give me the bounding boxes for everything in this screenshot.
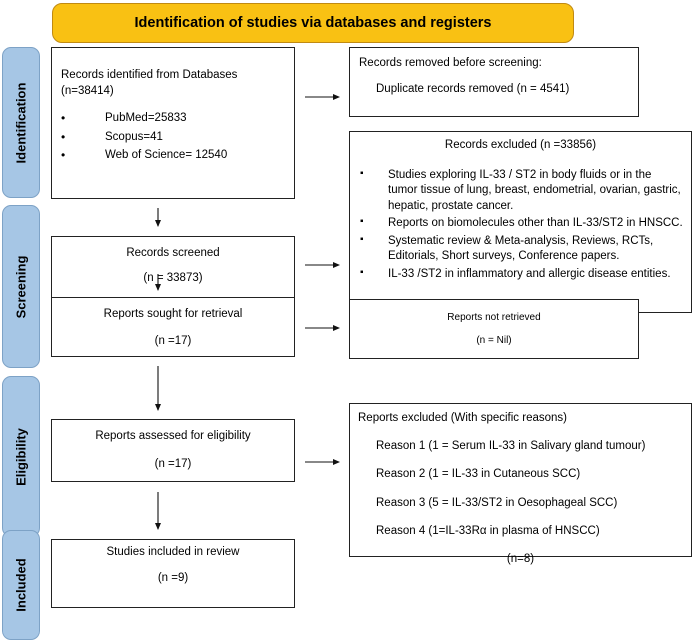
phase-screening: Screening bbox=[2, 205, 40, 368]
phase-identification: Identification bbox=[2, 47, 40, 198]
header-title: Identification of studies via databases … bbox=[134, 15, 492, 31]
duplicates-removed-text: Duplicate records removed (n = 4541) bbox=[376, 82, 570, 95]
exclusion-criterion: IL-33 /ST2 in inflammatory and allergic … bbox=[358, 266, 683, 283]
exclusion-criterion: Reports on biomolecules other than IL-33… bbox=[358, 215, 683, 232]
records-removed-title: Records removed before screening: bbox=[359, 57, 542, 69]
records-removed-box: Records removed before screening: Duplic… bbox=[349, 47, 639, 117]
reports-excluded-title: Reports excluded (With specific reasons) bbox=[358, 412, 567, 424]
records-excluded-title: Records excluded (n =33856) bbox=[444, 139, 597, 151]
database-source-list: PubMed=25833 Scopus=41 Web of Science= 1… bbox=[61, 110, 286, 164]
header-banner: Identification of studies via databases … bbox=[52, 3, 574, 43]
reports-not-retrieved-title: Reports not retrieved bbox=[447, 312, 541, 323]
database-source: Scopus=41 bbox=[61, 129, 286, 146]
phase-eligibility: Eligibility bbox=[2, 376, 40, 537]
records-excluded-box: Records excluded (n =33856) Studies expl… bbox=[349, 131, 692, 313]
exclusion-reason: Reason 1 (1 = Serum IL-33 in Salivary gl… bbox=[376, 439, 646, 452]
studies-included-count: (n =9) bbox=[157, 571, 189, 584]
reports-assessed-title: Reports assessed for eligibility bbox=[95, 430, 251, 442]
reports-excluded-box: Reports excluded (With specific reasons)… bbox=[349, 403, 692, 565]
phase-included: Included bbox=[2, 530, 40, 640]
reports-not-retrieved-count: (n = Nil) bbox=[476, 334, 512, 346]
database-source: PubMed=25833 bbox=[61, 110, 286, 127]
database-source: Web of Science= 12540 bbox=[61, 147, 286, 164]
exclusion-reason: Reason 4 (1=IL-33Rα in plasma of HNSCC) bbox=[376, 525, 600, 538]
exclusion-reason: Reason 2 (1 = IL-33 in Cutaneous SCC) bbox=[376, 468, 581, 481]
reports-assessed-box: Reports assessed for eligibility (n =17) bbox=[51, 419, 295, 482]
records-screened-title: Records screened bbox=[126, 247, 220, 259]
reports-excluded-count: (n=8) bbox=[506, 552, 535, 565]
studies-included-title: Studies included in review bbox=[106, 546, 240, 558]
exclusion-criterion: Systematic review & Meta-analysis, Revie… bbox=[358, 233, 683, 265]
reports-sought-title: Reports sought for retrieval bbox=[103, 308, 243, 320]
records-identified-count: (n=38414) bbox=[61, 84, 114, 97]
studies-included-box: Studies included in review (n =9) bbox=[51, 539, 295, 608]
exclusion-criteria-list: Studies exploring IL-33 / ST2 in body fl… bbox=[358, 167, 683, 283]
reports-sought-box: Reports sought for retrieval (n =17) bbox=[51, 297, 295, 357]
reports-assessed-count: (n =17) bbox=[154, 457, 192, 470]
records-identified-title: Records identified from Databases bbox=[61, 69, 238, 81]
records-identified-box: Records identified from Databases (n=384… bbox=[51, 47, 295, 199]
exclusion-reason: Reason 3 (5 = IL-33/ST2 in Oesophageal S… bbox=[376, 496, 618, 509]
reports-sought-count: (n =17) bbox=[154, 334, 192, 347]
reports-not-retrieved-box: Reports not retrieved (n = Nil) bbox=[349, 299, 639, 359]
exclusion-criterion: Studies exploring IL-33 / ST2 in body fl… bbox=[358, 167, 683, 215]
